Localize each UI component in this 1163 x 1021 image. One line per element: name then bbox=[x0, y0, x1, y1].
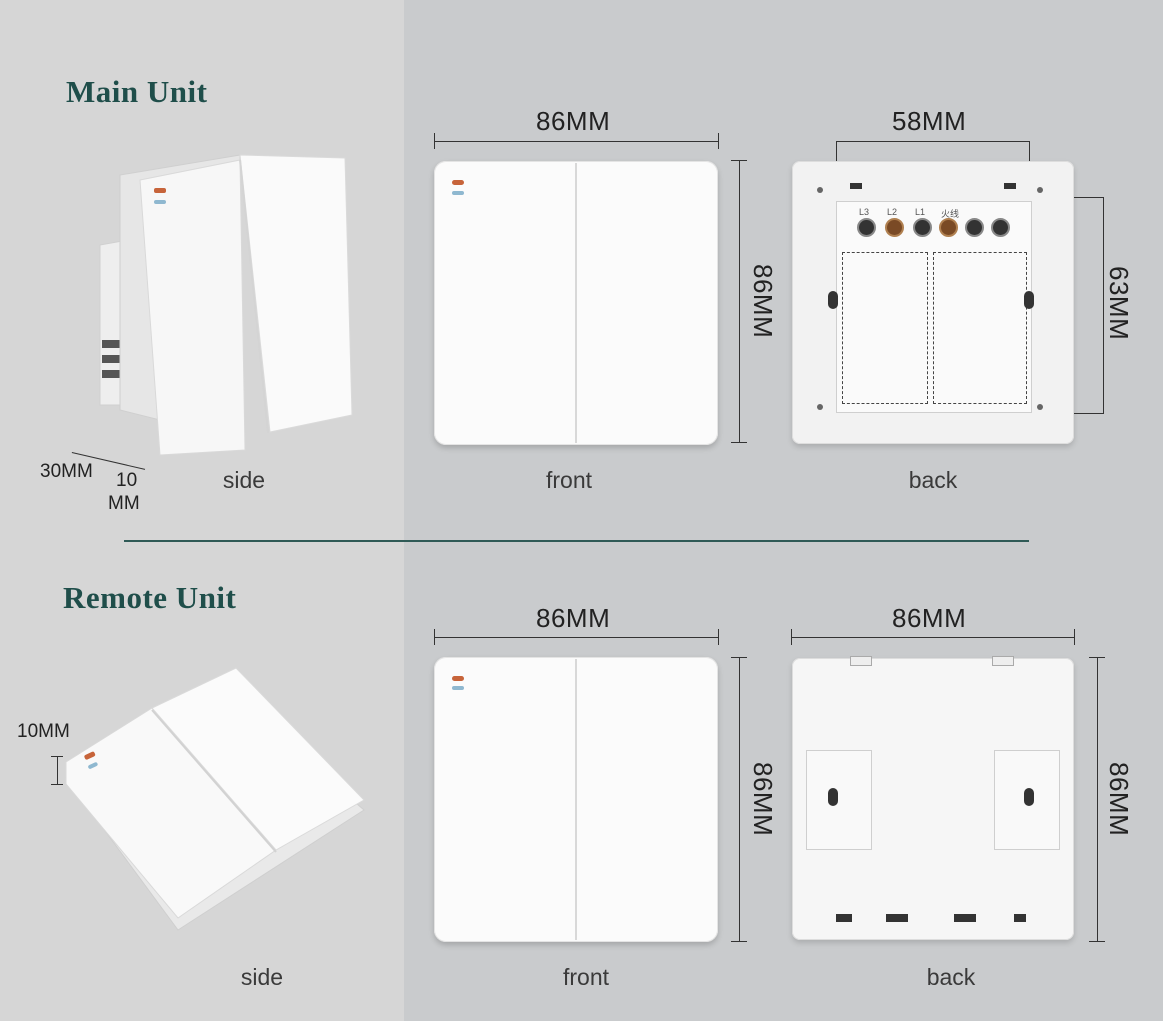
main-side-thickness-unit: MM bbox=[108, 493, 140, 514]
leader bbox=[57, 756, 58, 784]
main-back-label: back bbox=[908, 467, 958, 493]
rocker-seam bbox=[575, 163, 577, 443]
tick bbox=[434, 133, 435, 149]
screw-hole-icon bbox=[817, 187, 823, 193]
main-back-panel: L3 L2 L1 火线 bbox=[792, 161, 1074, 444]
terminal-screw-icon bbox=[885, 218, 904, 237]
leader bbox=[1074, 197, 1104, 198]
terminal-screw-icon bbox=[965, 218, 984, 237]
tick bbox=[791, 629, 792, 645]
main-side-depth-dimension: 30MM bbox=[40, 461, 93, 482]
screw-hole-icon bbox=[817, 404, 823, 410]
main-front-height-line bbox=[739, 160, 740, 442]
tick bbox=[718, 133, 719, 149]
terminal-label-l2: L2 bbox=[887, 207, 898, 217]
terminal-label-live: 火线 bbox=[941, 209, 960, 219]
sensor-window-icon bbox=[452, 686, 464, 690]
terminal-screw-icon bbox=[939, 218, 958, 237]
remote-front-width-line bbox=[434, 637, 719, 638]
remote-front-width-dimension: 86MM bbox=[536, 603, 611, 633]
indicator-led-icon bbox=[452, 676, 464, 681]
mount-slot-icon bbox=[1024, 291, 1034, 309]
remote-back-width-line bbox=[791, 637, 1075, 638]
clip-icon bbox=[850, 656, 872, 666]
remote-back-panel bbox=[792, 656, 1074, 940]
clip-icon bbox=[954, 914, 976, 922]
tick bbox=[718, 629, 719, 645]
section-divider bbox=[124, 540, 1029, 542]
clip-icon bbox=[1004, 183, 1016, 189]
remote-back-height-dimension: 86MM bbox=[1104, 762, 1134, 837]
main-back-height-line bbox=[1103, 197, 1104, 413]
main-back-width-dimension: 58MM bbox=[892, 106, 967, 136]
mount-slot-icon bbox=[828, 291, 838, 309]
tick bbox=[731, 941, 747, 942]
sensor-window-icon bbox=[452, 191, 464, 195]
terminal-screw-icon bbox=[857, 218, 876, 237]
main-side-label: side bbox=[222, 467, 266, 493]
mount-slot-icon bbox=[828, 788, 838, 806]
main-back-height-dimension: 63MM bbox=[1104, 266, 1134, 341]
main-side-thickness-dimension: 10 bbox=[116, 470, 138, 491]
tick bbox=[1089, 657, 1105, 658]
leader bbox=[1074, 413, 1104, 414]
clip-icon bbox=[1014, 914, 1026, 922]
clip-icon bbox=[850, 183, 862, 189]
remote-front-label: front bbox=[562, 964, 610, 990]
module-body: L3 L2 L1 火线 bbox=[836, 201, 1032, 413]
main-front-label: front bbox=[545, 467, 593, 493]
terminal-label-l3: L3 bbox=[859, 207, 870, 217]
remote-back-height-line bbox=[1097, 657, 1098, 941]
clip-icon bbox=[886, 914, 908, 922]
mount-pad-left bbox=[806, 750, 872, 850]
tick bbox=[731, 442, 747, 443]
remote-side-thickness-dimension: 10MM bbox=[17, 721, 70, 742]
terminal-label-l1: L1 bbox=[915, 207, 926, 217]
tick bbox=[731, 160, 747, 161]
main-back-width-line bbox=[836, 141, 1030, 142]
mount-slot-icon bbox=[1024, 788, 1034, 806]
main-front-panel bbox=[434, 161, 718, 445]
remote-unit-title: Remote Unit bbox=[63, 580, 237, 615]
screw-hole-icon bbox=[1037, 187, 1043, 193]
remote-back-width-dimension: 86MM bbox=[892, 603, 967, 633]
remote-back-label: back bbox=[926, 964, 976, 990]
tick bbox=[51, 784, 63, 785]
main-front-width-dimension: 86MM bbox=[536, 106, 611, 136]
indicator-led-icon bbox=[452, 180, 464, 185]
tick bbox=[434, 629, 435, 645]
clip-icon bbox=[992, 656, 1014, 666]
tick bbox=[1089, 941, 1105, 942]
module-vent-left bbox=[842, 252, 928, 404]
main-front-width-line bbox=[434, 141, 719, 142]
remote-front-height-line bbox=[739, 657, 740, 941]
screw-hole-icon bbox=[1037, 404, 1043, 410]
module-vent-right bbox=[933, 252, 1027, 404]
tick bbox=[731, 657, 747, 658]
main-unit-title: Main Unit bbox=[66, 74, 208, 109]
main-front-height-dimension: 86MM bbox=[748, 264, 778, 339]
terminal-screw-icon bbox=[913, 218, 932, 237]
remote-side-switch-image bbox=[65, 667, 365, 931]
clip-icon bbox=[836, 914, 852, 922]
tick bbox=[51, 756, 63, 757]
terminal-screw-icon bbox=[991, 218, 1010, 237]
remote-front-panel bbox=[434, 657, 718, 942]
main-side-switch-image bbox=[99, 154, 353, 456]
rocker-seam bbox=[575, 659, 577, 940]
tick bbox=[1074, 629, 1075, 645]
remote-front-height-dimension: 86MM bbox=[748, 762, 778, 837]
remote-side-label: side bbox=[240, 964, 284, 990]
